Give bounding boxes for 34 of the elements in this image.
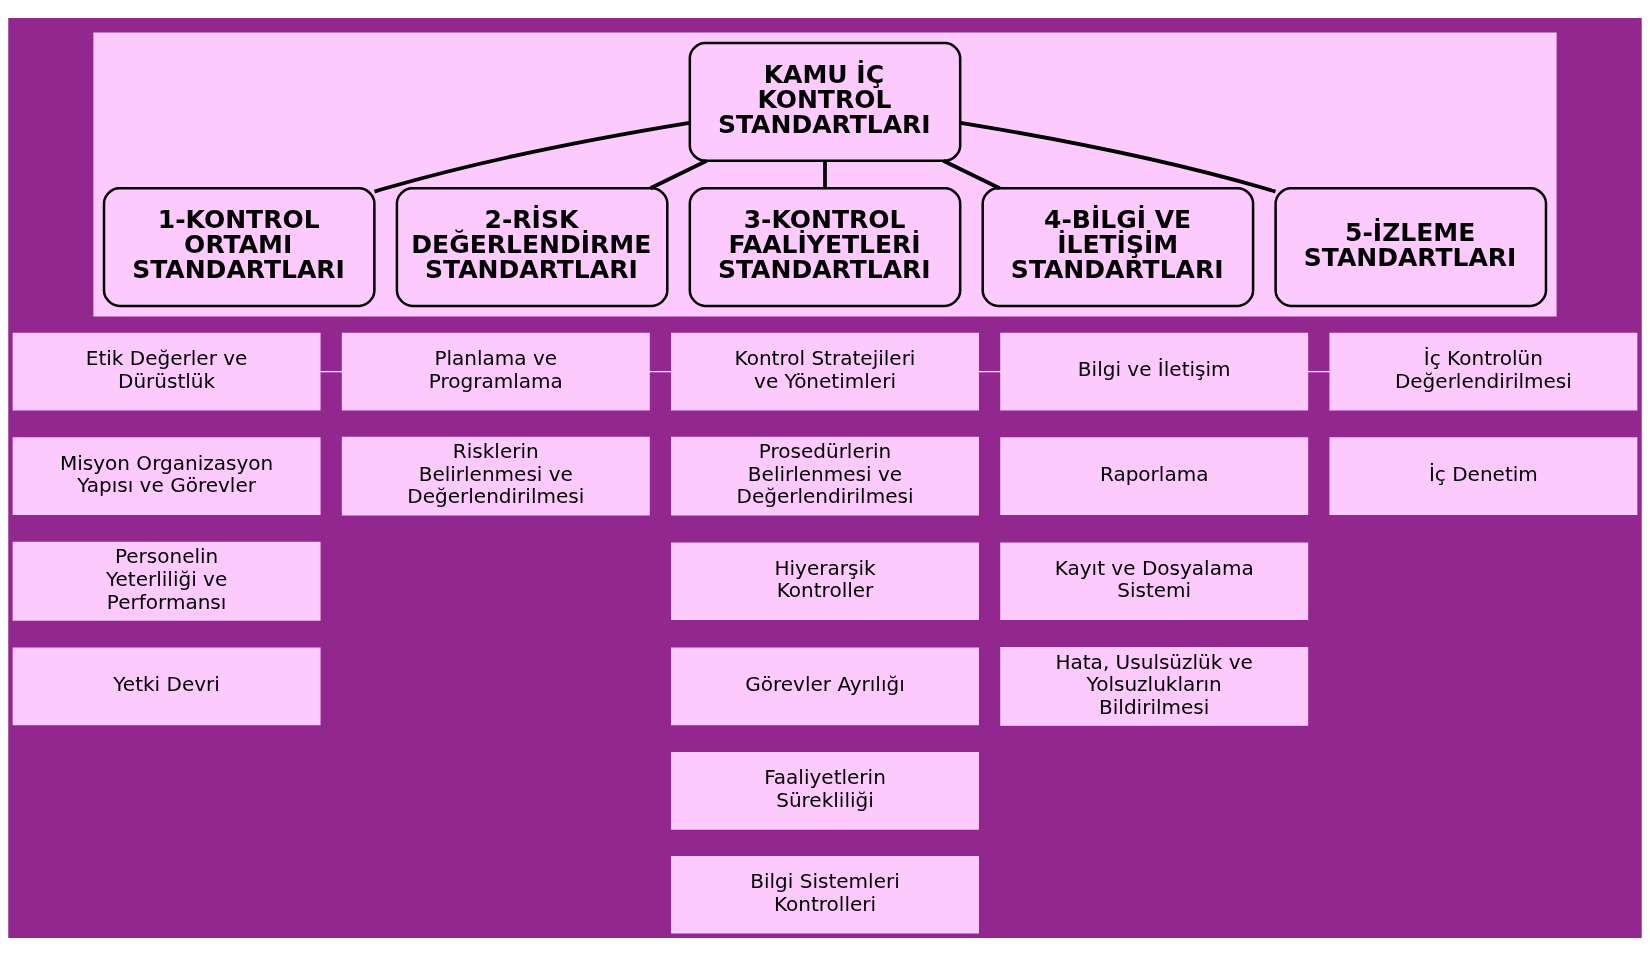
node-box: İç Denetim	[1329, 436, 1638, 515]
node-box: Bilgi Sistemleri Kontrolleri	[671, 855, 979, 934]
node-box: Yetki Devri	[12, 647, 321, 725]
connector	[960, 120, 1276, 193]
connector	[942, 158, 1001, 190]
node-box: 1-KONTROL ORTAMI STANDARTLARI	[102, 186, 376, 307]
connector	[319, 370, 343, 372]
node-box: 2-RİSK DEĞERLENDİRME STANDARTLARI	[395, 186, 669, 307]
connector	[1306, 370, 1331, 372]
node-box: 3-KONTROL FAALİYETLERİ STANDARTLARI	[688, 186, 962, 307]
node-box: Kayıt ve Dosyalama Sistemi	[1000, 541, 1309, 620]
connector	[823, 160, 827, 188]
connector	[649, 158, 708, 190]
node-box: İç Kontrolün Değerlendirilmesi	[1329, 332, 1638, 410]
node-box: Kontrol Stratejileri ve Yönetimleri	[671, 332, 979, 410]
node-box: 4-BİLGİ VE İLETİŞİM STANDARTLARI	[981, 186, 1255, 307]
node-box: Personelin Yeterliliği ve Performansı	[12, 541, 321, 621]
node-box: Misyon Organizasyon Yapısı ve Görevler	[12, 436, 321, 515]
node-box: Faaliyetlerin Sürekliliği	[671, 751, 979, 830]
node-box: 5-İZLEME STANDARTLARI	[1274, 186, 1548, 307]
connector	[374, 120, 690, 193]
node-box: Etik Değerler ve Dürüstlük	[12, 332, 321, 410]
node-box: Planlama ve Programlama	[341, 332, 650, 410]
cluster	[93, 31, 1557, 317]
node-box: Raporlama	[1000, 436, 1309, 515]
node-box: Görevler Ayrılığı	[671, 647, 979, 725]
connector	[648, 370, 673, 372]
node-box: Hata, Usulsüzlük ve Yolsuzlukların Bildirilmesi	[1000, 646, 1309, 726]
node-box: Risklerin Belirlenmesi ve Değerlendirilmesi	[341, 436, 650, 516]
node-box: Prosedürlerin Belirlenmesi ve Değerlendirilmesi	[671, 436, 979, 516]
node-box: KAMU İÇ KONTROL STANDARTLARI	[688, 41, 962, 162]
connector	[977, 370, 1002, 372]
node-box: Hiyerarşik Kontroller	[671, 541, 979, 620]
node-box: Bilgi ve İletişim	[1000, 332, 1309, 410]
